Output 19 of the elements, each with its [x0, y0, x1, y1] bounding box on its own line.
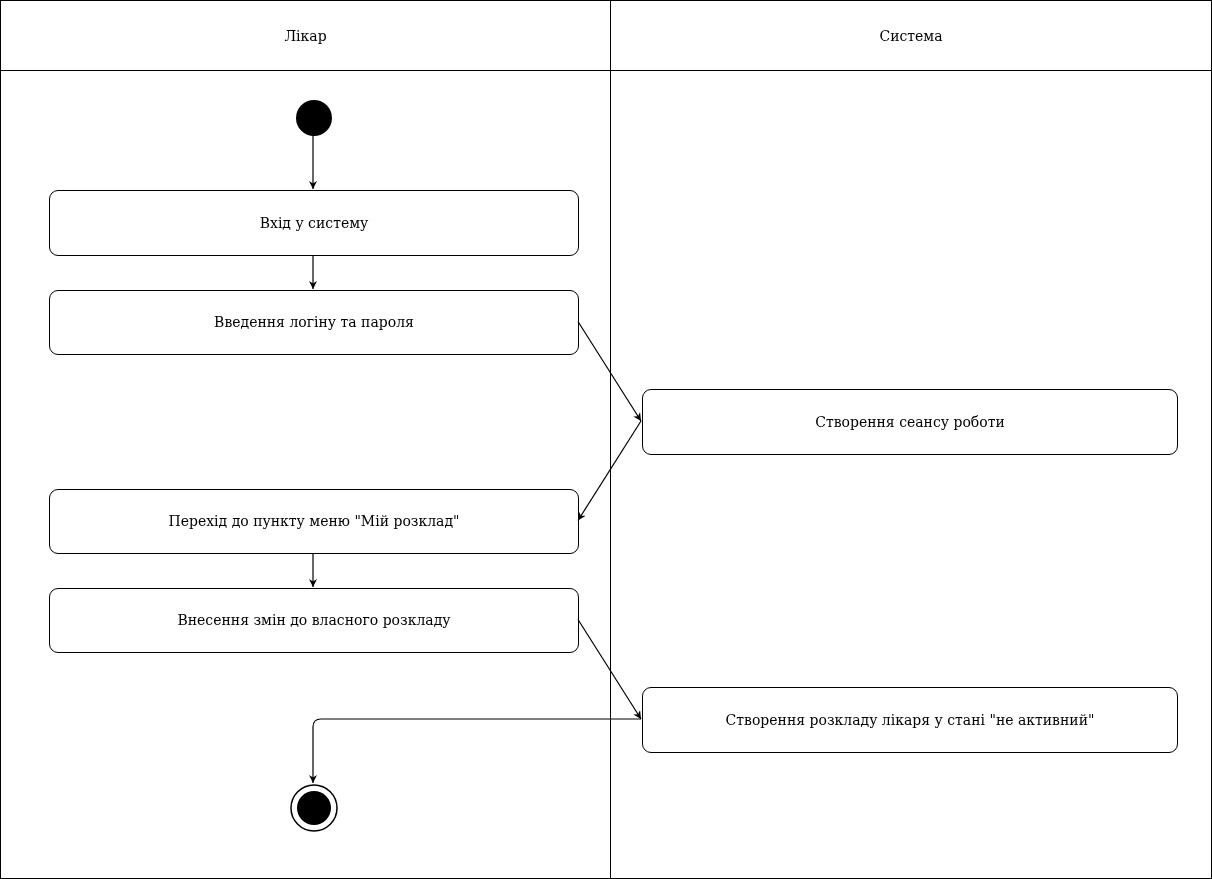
arrow [309, 718, 642, 784]
final-node [290, 784, 338, 832]
arrow [577, 618, 642, 720]
action-box: Введення логіну та пароля [49, 290, 579, 355]
action-box: Створення сеансу роботи [642, 389, 1178, 455]
arrow [309, 254, 317, 290]
arrow [309, 134, 317, 190]
action-box: Перехід до пункту меню "Мій розклад" [49, 489, 579, 554]
swimlane [610, 0, 1212, 879]
arrow [309, 552, 317, 588]
arrow [577, 420, 642, 522]
lane-title: Лікар [1, 1, 610, 71]
lane-title: Система [611, 1, 1211, 71]
action-box: Внесення змін до власного розкладу [49, 588, 579, 653]
initial-node [296, 100, 332, 136]
swimlane [0, 0, 611, 879]
action-box: Вхід у систему [49, 190, 579, 256]
action-box: Створення розкладу лікаря у стані "не активний" [642, 687, 1178, 753]
arrow [577, 320, 642, 422]
